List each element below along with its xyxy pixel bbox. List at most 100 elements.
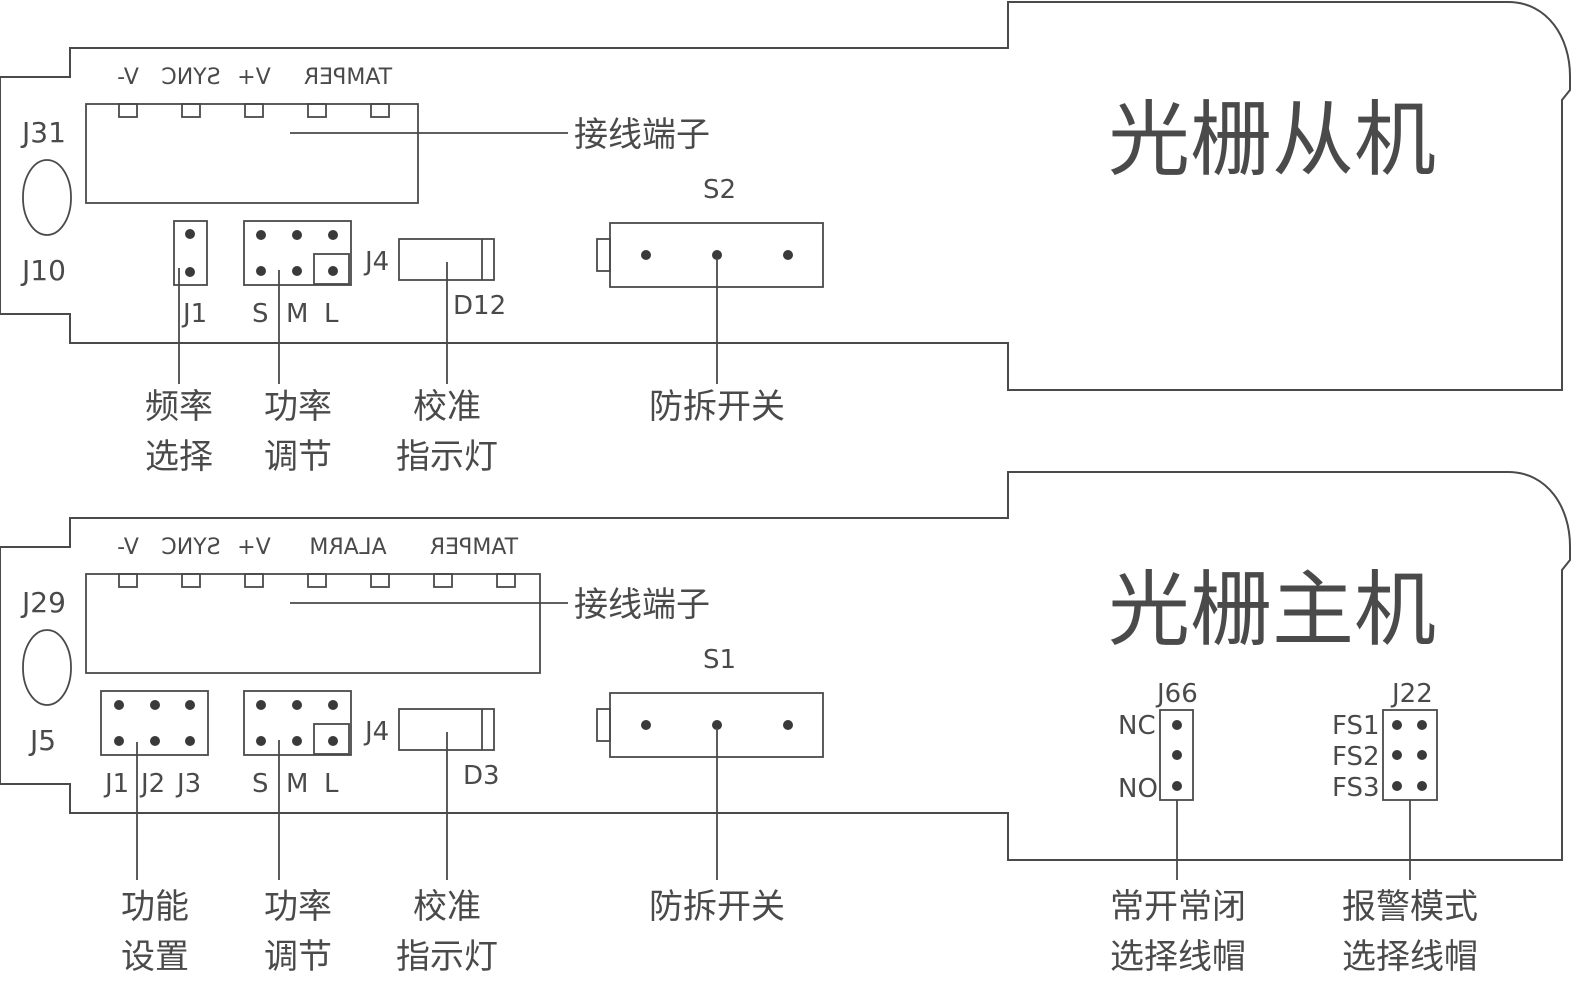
master-terminal-pin	[307, 573, 327, 588]
slave-j4-label: J4	[363, 247, 389, 277]
slave-switch-pin	[641, 250, 651, 260]
master-board-outline	[0, 471, 1571, 861]
master-terminal-block	[85, 573, 541, 674]
slave-led-label: D12	[453, 291, 506, 321]
master-power-jumper	[243, 690, 352, 756]
slave-bottom-label: J10	[20, 254, 66, 287]
master-terminal-pin	[118, 573, 138, 588]
slave-switch-pin	[712, 250, 722, 260]
master-terminal-label-sync: SYNC	[161, 535, 220, 560]
slave-caption-power-1: 功率	[264, 387, 332, 427]
master-j4-label: J4	[363, 717, 389, 747]
master-func-pin	[185, 736, 195, 746]
master-power-pin	[328, 700, 338, 710]
master-j2-label: J2	[139, 769, 165, 799]
slave-j1-pin	[185, 229, 195, 239]
master-caption-nonc-2: 选择线帽	[1110, 937, 1246, 977]
slave-terminal-pins	[118, 103, 390, 118]
master-caption-alarm-1: 报警模式	[1342, 887, 1478, 927]
slave-board-outline	[0, 0, 1571, 391]
slave-caption-tamper: 防拆开关	[649, 387, 785, 427]
slave-power-pin	[256, 230, 266, 240]
master-j22-pin	[1392, 781, 1402, 791]
master-led-label: D3	[463, 761, 500, 791]
master-terminal-labels: TAMPER ALARM V+ SYNC V-	[117, 535, 519, 560]
master-switch-pin	[712, 720, 722, 730]
master-switch-pin	[641, 720, 651, 730]
slave-caption-freq-1: 频率	[145, 387, 213, 427]
slave-l-label: L	[324, 299, 339, 329]
slave-connector-label: J31	[20, 116, 66, 149]
slave-terminal-pin	[370, 103, 390, 118]
master-caption-cal-2: 指示灯	[396, 937, 498, 977]
master-terminal-pin	[370, 573, 390, 588]
slave-terminal-pin	[244, 103, 264, 118]
slave-switch-pin	[783, 250, 793, 260]
master-terminal-pins	[118, 573, 516, 588]
slave-terminal-label-tamper: TAMPER	[304, 65, 393, 90]
slave-power-jumper-cap	[313, 253, 350, 285]
master-caption-nonc-1: 常开常闭	[1110, 887, 1246, 927]
slave-power-pin	[292, 230, 302, 240]
master-title: 光栅主机	[1108, 563, 1436, 658]
master-j1-label: J1	[103, 769, 129, 799]
master-j66-pin	[1172, 781, 1182, 791]
master-j22-pin	[1417, 781, 1427, 791]
master-fs1-label: FS1	[1332, 711, 1380, 741]
slave-switch-label: S2	[703, 175, 736, 205]
slave-terminal-label-sync: SYNC	[161, 65, 220, 90]
master-power-pin	[292, 700, 302, 710]
master-switch-tab	[596, 708, 611, 742]
slave-caption-power-2: 调节	[264, 437, 332, 477]
master-fs2-label: FS2	[1332, 742, 1380, 772]
master-j22-jumper	[1382, 709, 1438, 801]
master-func-pin	[114, 700, 124, 710]
master-terminal-pin	[181, 573, 201, 588]
master-terminal-label-vminus: V-	[117, 535, 139, 560]
master-connector-label: J29	[20, 586, 66, 619]
master-m-label: M	[286, 769, 308, 799]
master-j22-pin	[1392, 720, 1402, 730]
slave-board: TAMPER V+ SYNC V- 接线端子 J31 J10 J1	[0, 0, 1571, 477]
master-j66-pin	[1172, 750, 1182, 760]
master-l-label: L	[324, 769, 339, 799]
master-terminal-label-alarm: ALARM	[309, 535, 386, 560]
slave-j1-jumper	[173, 220, 208, 286]
master-func-jumper	[100, 690, 209, 756]
slave-s-label: S	[252, 299, 269, 329]
master-caption-cal-1: 校准	[413, 887, 481, 927]
master-nc-label: NC	[1118, 711, 1156, 741]
master-switch-label: S1	[703, 645, 736, 675]
master-power-pin	[328, 736, 338, 746]
slave-j1-pin	[185, 267, 195, 277]
master-fs3-label: FS3	[1332, 773, 1380, 803]
slave-mounting-hole	[22, 159, 72, 236]
slave-terminal-label-vplus: V+	[237, 65, 270, 90]
master-terminal-label-vplus: V+	[237, 535, 270, 560]
slave-power-pin	[328, 266, 338, 276]
slave-power-pin	[328, 230, 338, 240]
master-caption-power-2: 调节	[264, 937, 332, 977]
master-func-pin	[114, 736, 124, 746]
master-terminal-pin	[496, 573, 516, 588]
slave-title: 光栅从机	[1108, 93, 1436, 188]
master-j66-pin	[1172, 720, 1182, 730]
master-caption-func-1: 功能	[121, 887, 189, 927]
master-caption-alarm-2: 选择线帽	[1342, 937, 1478, 977]
master-power-pin	[256, 700, 266, 710]
slave-power-pin	[256, 266, 266, 276]
master-mounting-hole	[22, 629, 72, 706]
master-j22-pin	[1392, 750, 1402, 760]
master-caption-tamper: 防拆开关	[649, 887, 785, 927]
slave-power-pin	[292, 266, 302, 276]
master-func-pin	[150, 700, 160, 710]
master-j22-label: J22	[1390, 679, 1433, 709]
master-terminal-pin	[244, 573, 264, 588]
master-no-label: NO	[1118, 774, 1158, 804]
master-caption-func-2: 设置	[121, 937, 189, 977]
master-power-pin	[292, 736, 302, 746]
slave-terminal-pin	[118, 103, 138, 118]
master-power-pin	[256, 736, 266, 746]
master-board: TAMPER ALARM V+ SYNC V- 接线端子 J29 J5 J1	[0, 471, 1571, 977]
slave-m-label: M	[286, 299, 308, 329]
